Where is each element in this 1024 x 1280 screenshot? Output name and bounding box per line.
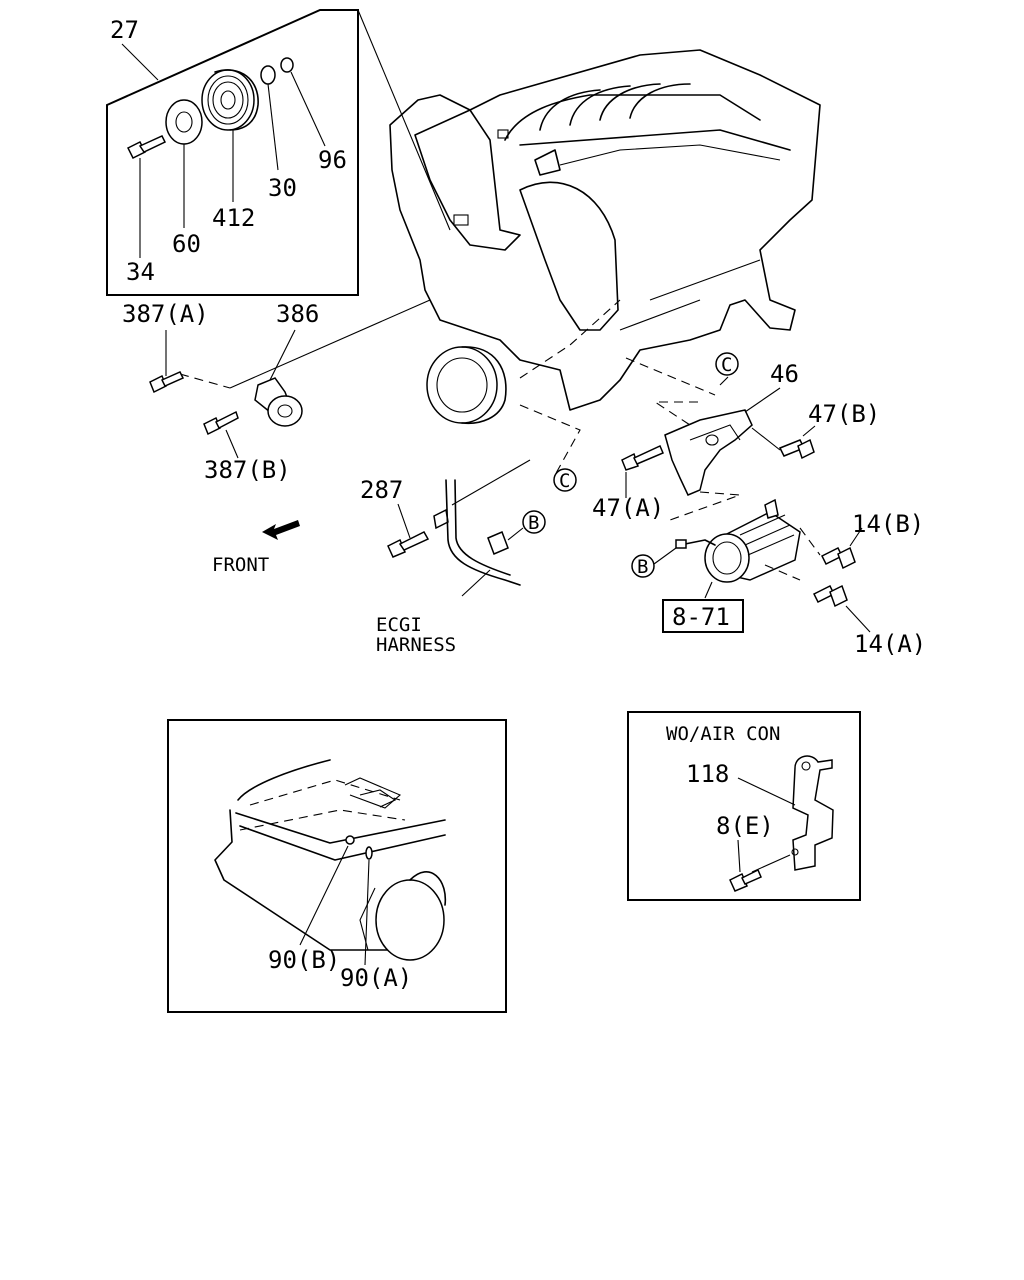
label-8-71: 8-71 <box>672 603 730 631</box>
label-14b: 14(B) <box>852 510 924 538</box>
label-90a: 90(A) <box>340 964 412 992</box>
pulley-assembly-box <box>106 9 451 296</box>
label-34: 34 <box>126 258 155 286</box>
washer-60 <box>165 99 203 145</box>
label-46: 46 <box>770 360 799 388</box>
pulley-412 <box>201 69 259 131</box>
callout-b-2-text: B <box>637 556 648 578</box>
label-30: 30 <box>268 174 297 202</box>
label-wo-air-con: WO/AIR CON <box>666 723 780 745</box>
label-287: 287 <box>360 476 403 504</box>
label-front: FRONT <box>212 554 269 576</box>
label-27: 27 <box>110 16 139 44</box>
bearing-30 <box>260 65 276 85</box>
callout-b-2 <box>631 554 655 578</box>
callout-c-2-text: C <box>559 470 570 492</box>
label-90b: 90(B) <box>268 946 340 974</box>
bolt-34 <box>126 135 167 160</box>
alternator-8-71 <box>653 498 871 633</box>
label-ecgi: ECGI <box>376 614 422 636</box>
label-60: 60 <box>172 230 201 258</box>
label-47a: 47(A) <box>592 494 664 522</box>
idler-386 <box>149 299 431 459</box>
label-118: 118 <box>686 760 729 788</box>
nut-96 <box>280 57 294 73</box>
label-harness: HARNESS <box>376 634 456 656</box>
ref-box-8-71 <box>662 599 744 633</box>
label-96: 96 <box>318 146 347 174</box>
label-8e: 8(E) <box>716 812 774 840</box>
callout-b-1 <box>522 510 546 534</box>
alternator-bracket <box>621 357 816 521</box>
label-387b: 387(B) <box>204 456 291 484</box>
inset-box-wo-air-con <box>627 711 861 901</box>
label-412: 412 <box>212 204 255 232</box>
inset-box-90 <box>167 719 507 1013</box>
callout-c-1-text: C <box>721 354 732 376</box>
label-14a: 14(A) <box>854 630 926 658</box>
callout-c-2 <box>553 468 577 492</box>
label-387a: 387(A) <box>122 300 209 328</box>
ecgi-harness <box>387 459 531 597</box>
engine-block <box>389 49 821 476</box>
front-arrow-icon <box>262 520 300 540</box>
callout-c-1 <box>715 352 739 376</box>
label-386: 386 <box>276 300 319 328</box>
callout-b-1-text: B <box>528 512 539 534</box>
label-47b: 47(B) <box>808 400 880 428</box>
